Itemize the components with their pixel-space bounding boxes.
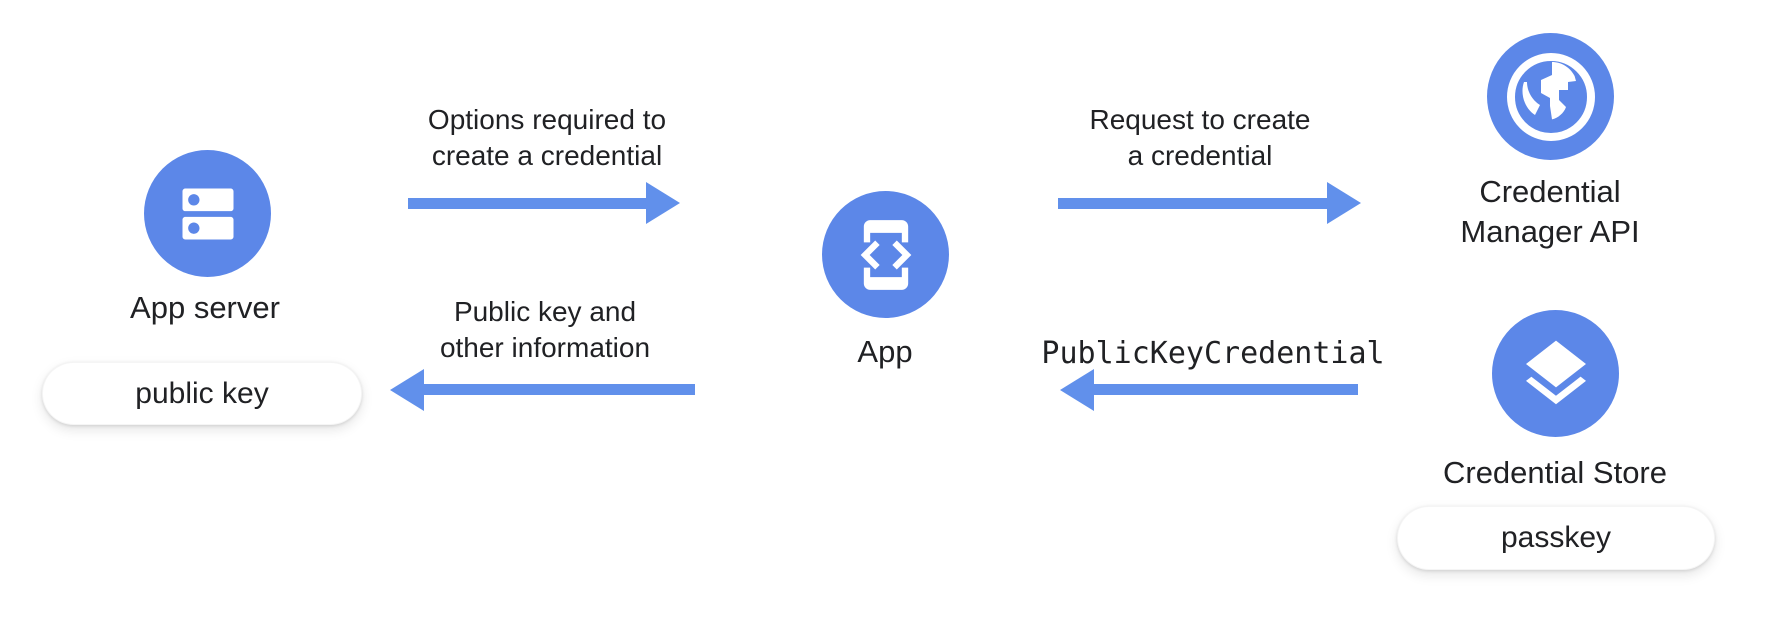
request-arrow-shaft [1058, 198, 1327, 209]
caption-line: other information [439, 332, 651, 363]
public-key-pill: public key [42, 362, 362, 425]
publickeycredential-arrow-shaft [1094, 384, 1358, 395]
caption-line: Request to create [1089, 104, 1311, 135]
request-arrow-caption: Request to create a credential [1050, 102, 1350, 174]
passkey-pill: passkey [1397, 506, 1715, 570]
caption-line: Options required to [427, 104, 667, 135]
caption-line: create a credential [431, 140, 663, 171]
credential-store-node [1492, 310, 1619, 437]
public-key-arrow-head [390, 369, 424, 411]
app-node [822, 191, 949, 318]
label-line: Manager API [1460, 214, 1640, 249]
caption-line: a credential [1127, 140, 1273, 171]
credential-manager-label: Credential Manager API [1400, 172, 1700, 252]
public-key-pill-label: public key [135, 376, 269, 410]
credential-manager-node [1487, 33, 1614, 160]
options-arrow-caption: Options required to create a credential [397, 102, 697, 174]
publickeycredential-arrow-caption: PublicKeyCredential [1041, 336, 1385, 371]
publickeycredential-arrow-head [1060, 369, 1094, 411]
globe-icon [1506, 52, 1595, 141]
caption-line: Public key and [453, 296, 637, 327]
passkey-pill-label: passkey [1500, 521, 1612, 554]
app-server-label: App server [130, 290, 280, 325]
server-icon [182, 188, 233, 239]
label-line: Credential [1479, 174, 1621, 209]
app-server-node [144, 150, 271, 277]
public-key-arrow-caption: Public key and other information [395, 294, 695, 366]
credential-store-label: Credential Store [1442, 455, 1667, 490]
request-arrow-head [1327, 182, 1361, 224]
options-arrow-head [646, 182, 680, 224]
options-arrow-shaft [408, 198, 646, 209]
layers-icon [1525, 340, 1586, 404]
public-key-arrow-shaft [424, 384, 695, 395]
phone-code-icon [860, 219, 911, 290]
app-label: App [857, 334, 913, 369]
